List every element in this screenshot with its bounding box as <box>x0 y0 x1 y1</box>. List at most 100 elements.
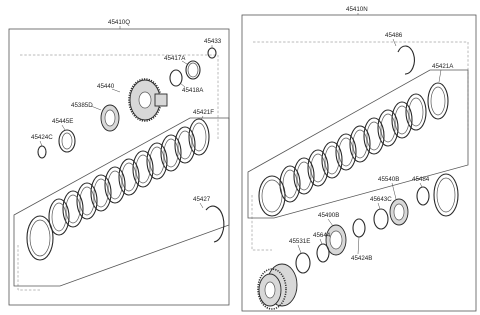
plate-2-inner <box>177 130 193 160</box>
ring-45418A <box>169 69 183 87</box>
bearing-45540B-inner <box>393 203 405 221</box>
callout-45421A: 45421A <box>432 63 454 70</box>
plate-5 <box>132 150 154 188</box>
plate-9-inner <box>79 186 95 216</box>
assembly-left-part-number: 45410Q <box>108 19 130 26</box>
ring-45644 <box>316 243 330 263</box>
clutch-pack-boundary-left <box>13 117 230 287</box>
r-plate-11 <box>279 165 301 203</box>
leader-45644 <box>319 238 323 245</box>
clutch-plates-45421A <box>258 82 449 217</box>
r-plate-12-inner <box>261 179 283 213</box>
plate-10-inner <box>65 194 81 224</box>
r-plate-10-inner <box>296 161 312 191</box>
leader-45531E <box>297 244 302 254</box>
r-plate-9-inner <box>310 153 326 183</box>
r-plate-7 <box>335 133 357 171</box>
r-plate-1-inner <box>430 86 446 116</box>
bearing-45385D <box>100 104 120 132</box>
plate-2 <box>174 126 196 164</box>
callout-45531E: 45531E <box>289 238 310 245</box>
leader-45540B <box>391 182 397 200</box>
clutch-plates-45421F <box>26 118 210 261</box>
leader-45445E <box>61 124 66 131</box>
r-plate-2 <box>405 93 427 131</box>
ring-45417A-inner <box>187 62 199 78</box>
ring-45643C <box>373 208 389 230</box>
leader-45417A <box>181 60 188 65</box>
r-plate-12 <box>258 175 286 217</box>
plate-3-inner <box>163 138 179 168</box>
snap-ring-45424C <box>37 145 47 159</box>
snap-ring-45427 <box>205 205 225 243</box>
r-plate-1 <box>427 82 449 120</box>
ring-45417A <box>185 60 201 80</box>
assembly-right-frame <box>241 14 477 312</box>
leader-45440 <box>111 88 121 93</box>
plate-6-inner <box>121 162 137 192</box>
gear-45440-bore <box>138 91 152 109</box>
plate-6 <box>118 158 140 196</box>
r-plate-3-inner <box>394 105 410 135</box>
plate-12 <box>26 215 54 261</box>
callout-45424C: 45424C <box>31 134 53 141</box>
plate-8-inner <box>93 178 109 208</box>
bearing-45490B-inner <box>329 230 343 250</box>
r-plate-3 <box>391 101 413 139</box>
gear-45440-hub <box>154 93 168 107</box>
callout-45418A: 45418A <box>182 87 204 94</box>
r-plate-4-inner <box>380 113 396 143</box>
callout-45643C: 45643C <box>370 196 392 203</box>
leader-45421F <box>200 115 204 121</box>
leader-45424C <box>39 140 43 147</box>
r-plate-10 <box>293 157 315 195</box>
right-lower-guide <box>251 195 272 251</box>
callout-45424B: 45424B <box>351 255 372 262</box>
ring-45484 <box>416 186 430 206</box>
drum-hub-bore <box>264 281 276 299</box>
callout-45484: 45484 <box>412 176 430 183</box>
left-lower-guide <box>17 245 40 291</box>
drum-hub <box>257 263 298 310</box>
assembly-left: 45410Q 45433 45417A 45418A 45440 <box>8 19 230 306</box>
callout-45385D: 45385D <box>71 102 93 109</box>
plate-1-inner <box>191 122 207 152</box>
callout-45417A: 45417A <box>164 55 186 62</box>
r-plate-6 <box>349 125 371 163</box>
callout-45490B: 45490B <box>318 212 339 219</box>
assembly-right-part-number: 45410N <box>346 6 368 13</box>
ring-large-right <box>433 173 459 217</box>
leader-45486 <box>392 38 397 47</box>
callout-45427: 45427 <box>193 196 211 203</box>
r-plate-5-inner <box>366 121 382 151</box>
leader-45643C <box>377 202 381 210</box>
plate-11 <box>48 198 70 236</box>
r-plate-2-inner <box>408 97 424 127</box>
bearing-45385D-inner <box>104 109 116 127</box>
ring-large-right-inner <box>436 177 456 213</box>
r-plate-8-inner <box>324 145 340 175</box>
leader-45421A <box>438 69 442 83</box>
plate-8 <box>90 174 112 212</box>
ring-45424B <box>352 218 366 238</box>
leader-45427 <box>199 202 204 209</box>
r-plate-5 <box>363 117 385 155</box>
right-exploded-axis <box>253 41 469 130</box>
plate-7 <box>104 166 126 204</box>
plate-10 <box>62 190 84 228</box>
callout-45644: 45644 <box>313 232 331 239</box>
gear-45440 <box>128 78 168 122</box>
plate-4-inner <box>149 146 165 176</box>
plate-4 <box>146 142 168 180</box>
leader-45490B <box>327 218 334 227</box>
plate-12-inner <box>29 219 51 257</box>
callout-45433: 45433 <box>204 38 222 45</box>
callout-45421F: 45421F <box>193 109 214 116</box>
r-plate-9 <box>307 149 329 187</box>
callout-45445E: 45445E <box>52 118 73 125</box>
plate-1 <box>188 118 210 156</box>
plate-11-inner <box>51 202 67 232</box>
assembly-right: 45410N 45486 <box>241 6 477 312</box>
callout-45540B: 45540B <box>378 176 399 183</box>
